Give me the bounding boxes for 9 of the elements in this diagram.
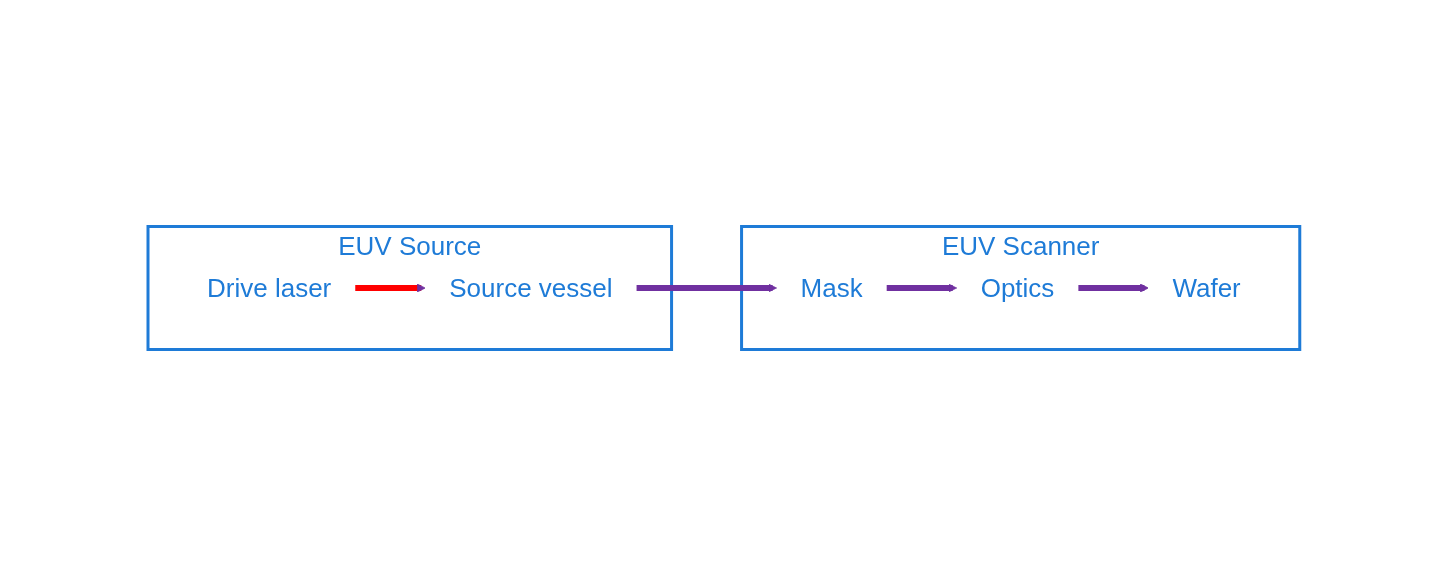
arrow [354, 283, 426, 293]
node-text: Wafer [1171, 272, 1241, 303]
arrow [886, 283, 957, 293]
arrow [636, 283, 777, 293]
node-text: Optics [980, 272, 1054, 303]
arrow [1078, 283, 1149, 293]
node-text: Drive laser [206, 272, 331, 303]
node-text: Mask [800, 272, 863, 303]
node-text: Source vessel [448, 272, 613, 303]
